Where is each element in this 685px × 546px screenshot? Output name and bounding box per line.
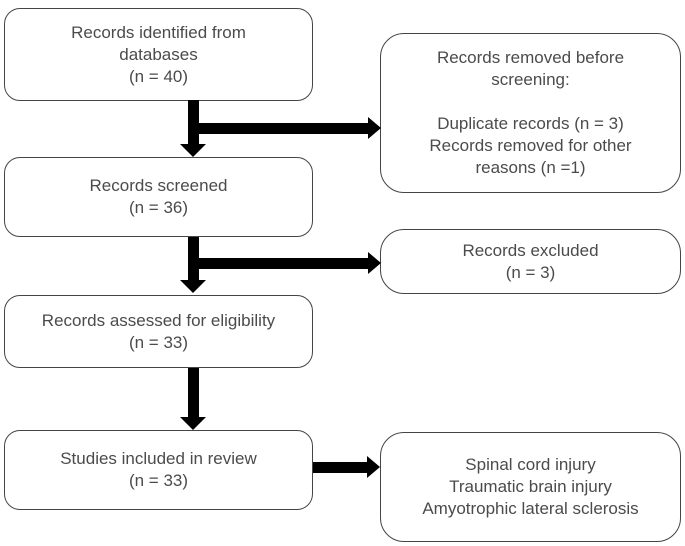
box-text-line: (n = 3) xyxy=(505,262,556,282)
arrowhead-right-icon xyxy=(368,252,381,274)
box-records-assessed: Records assessed for eligibility(n = 33) xyxy=(4,295,313,368)
box-text-line: screening: xyxy=(491,70,570,89)
box-text-line: Spinal cord injury xyxy=(465,455,596,474)
box-text-line: Duplicate records (n = 3) xyxy=(437,114,624,133)
box-text-line: Records identified from xyxy=(71,22,246,42)
box-text-line: (n = 36) xyxy=(128,198,189,217)
arrowhead-right-icon xyxy=(367,456,380,478)
box-text-line: (n = 40) xyxy=(128,66,189,86)
arrow-shaft xyxy=(188,123,368,134)
box-text-line: (n = 33) xyxy=(128,471,189,490)
box-text-line: Records removed before xyxy=(436,48,625,67)
box-text-line: Studies included in review xyxy=(60,449,257,468)
box-text-line: Traumatic brain injury xyxy=(449,477,612,496)
arrow-shaft xyxy=(188,100,199,145)
arrowhead-down-icon xyxy=(180,280,206,293)
arrowhead-down-icon xyxy=(180,144,206,157)
arrowhead-right-icon xyxy=(368,117,381,139)
box-text-line: (n = 33) xyxy=(128,332,189,352)
box-text-line: Records removed for other xyxy=(429,136,632,155)
box-text-line: reasons (n =1) xyxy=(475,158,586,177)
box-records-removed: Records removed before screening: Duplica… xyxy=(380,33,681,193)
box-text-line: databases xyxy=(119,44,198,64)
box-text-line xyxy=(528,91,533,113)
box-text-line: Amyotrophic lateral sclerosis xyxy=(422,499,639,518)
arrow-shaft xyxy=(313,462,368,473)
arrowhead-down-icon xyxy=(180,417,206,430)
box-records-excluded: Records excluded(n = 3) xyxy=(380,229,681,294)
box-studies-included: Studies included in review (n = 33) xyxy=(4,430,313,510)
box-text-line: Records assessed for eligibility xyxy=(41,310,276,330)
arrow-shaft xyxy=(188,258,368,269)
box-text-line: Records excluded xyxy=(462,240,599,260)
box-records-screened: Records screened (n = 36) xyxy=(4,157,313,237)
box-text-line: Records screened xyxy=(89,176,228,195)
arrow-shaft xyxy=(188,368,199,418)
